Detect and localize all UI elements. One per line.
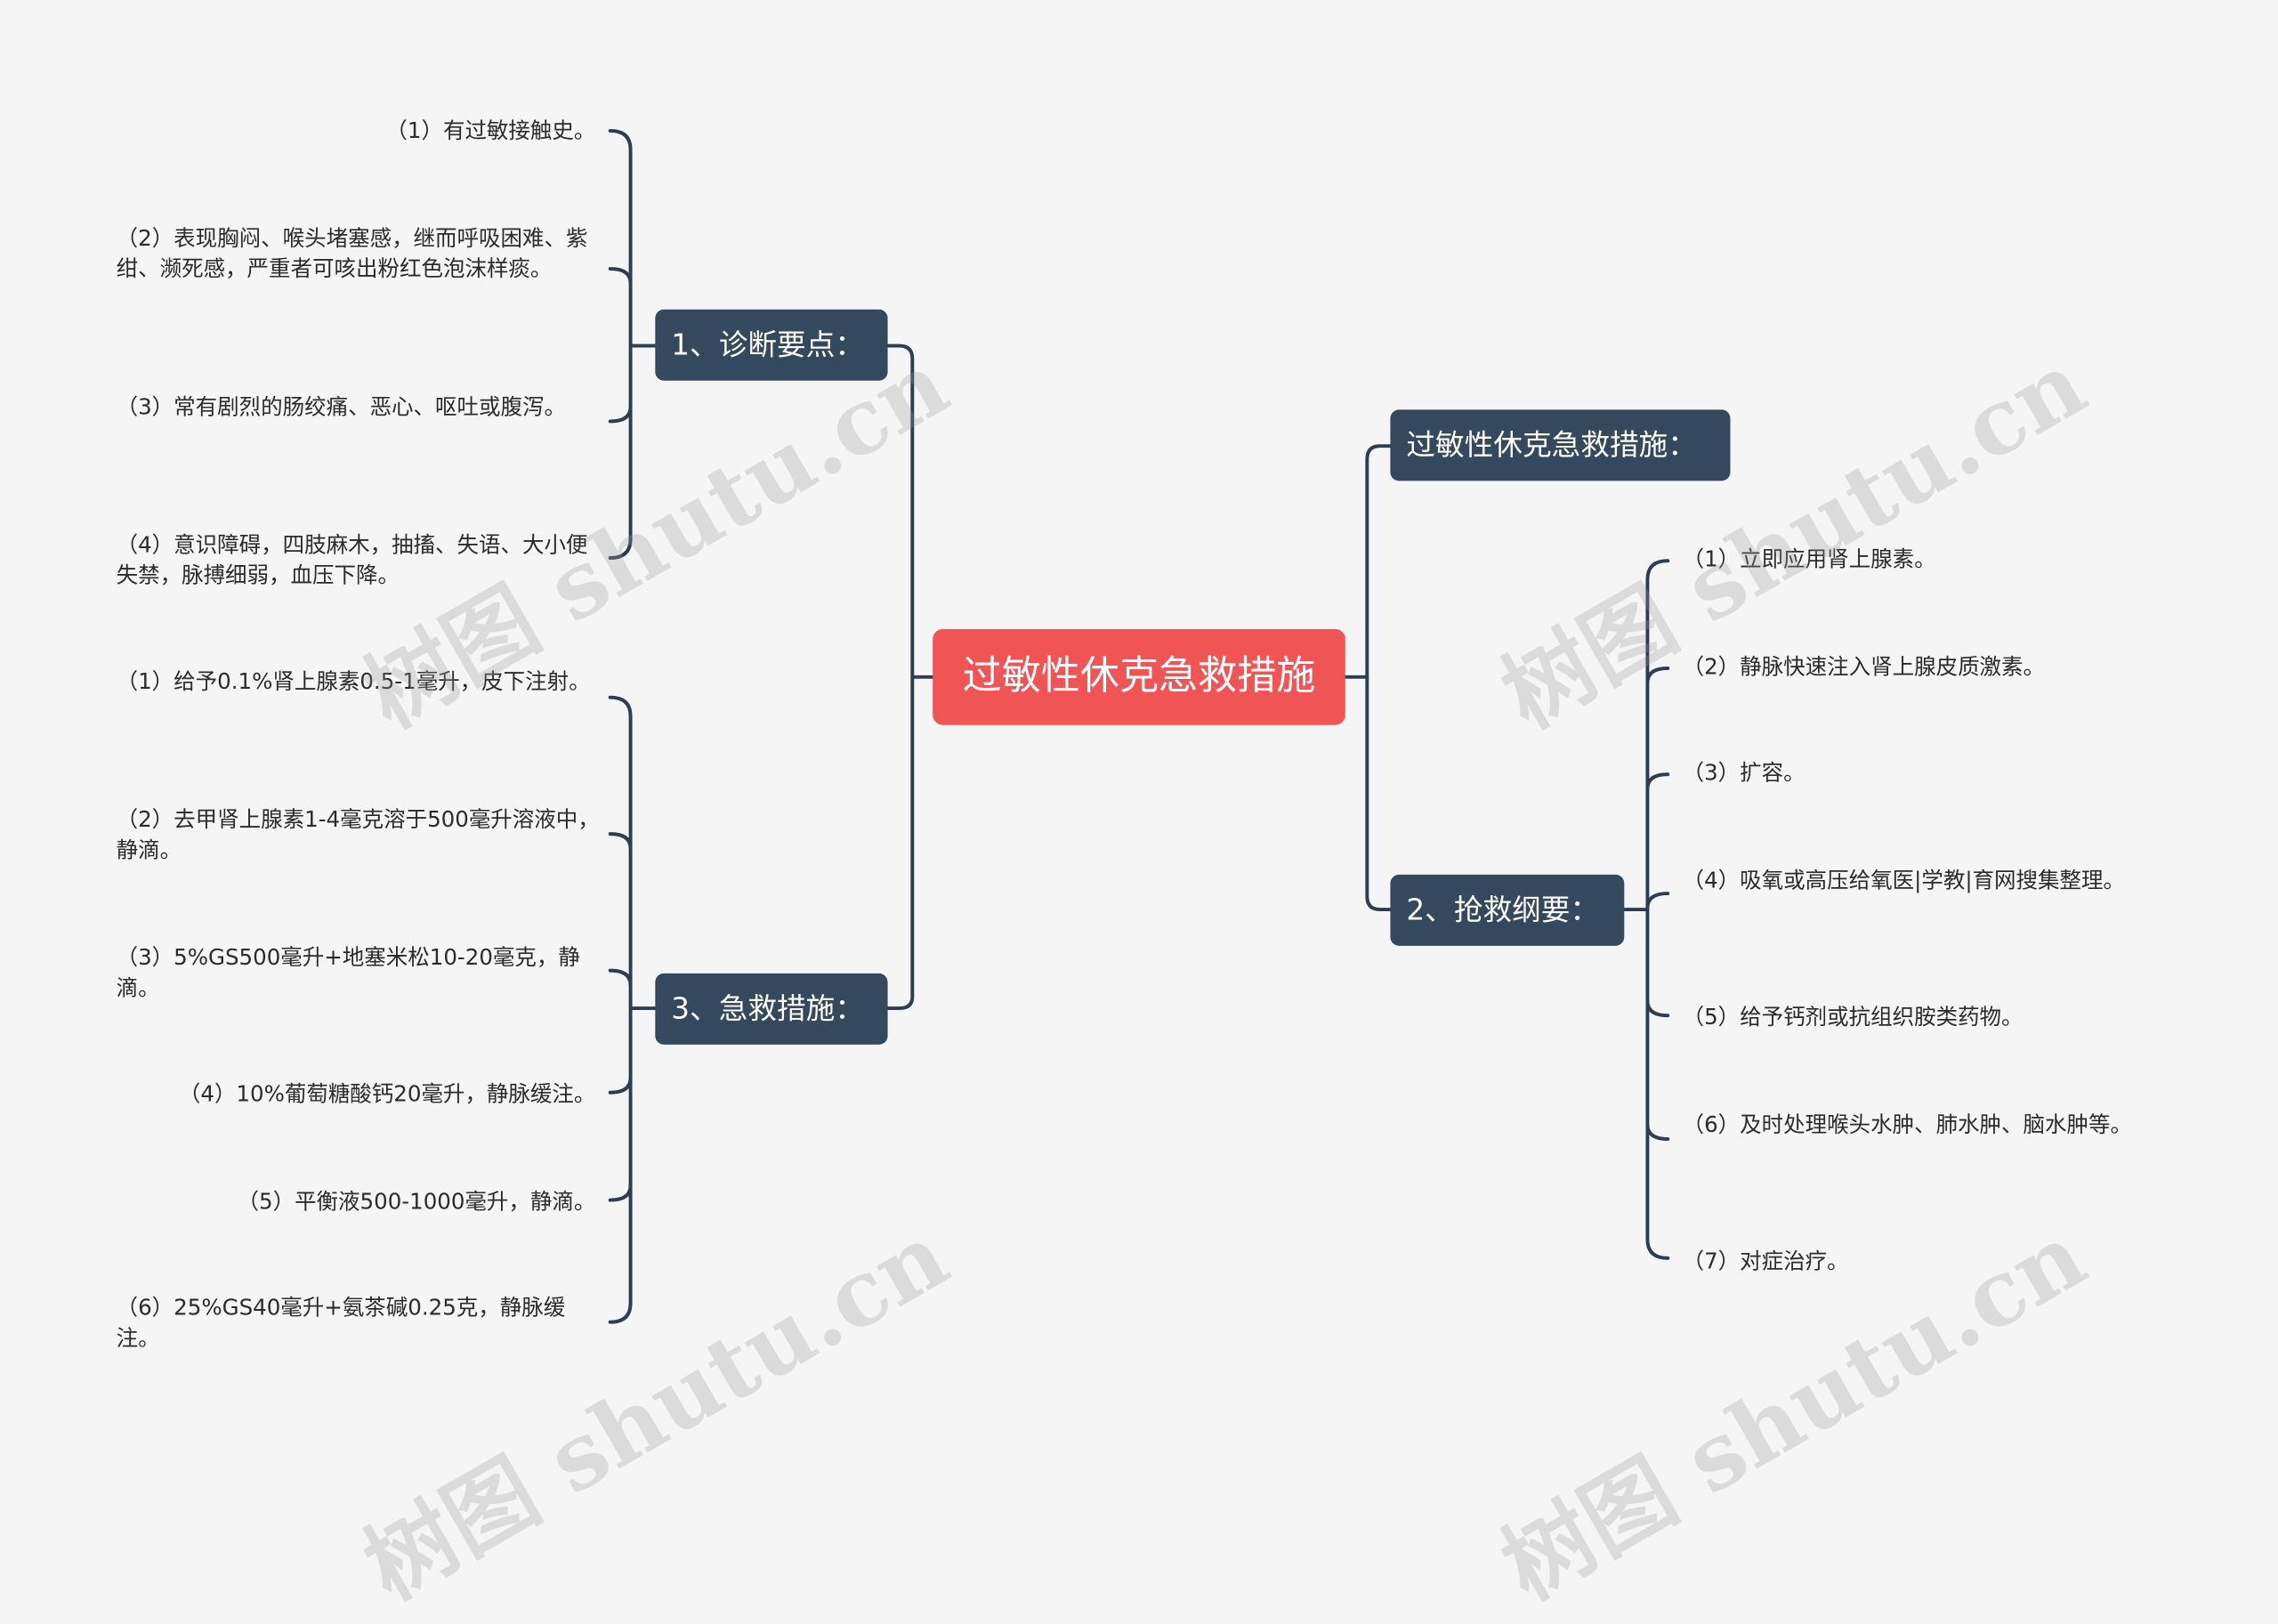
diagnosis-item-1[interactable]: （1）有过敏接触史。 [385, 117, 596, 144]
connector-root-diagnosis [885, 343, 935, 679]
branch-rescue-outline[interactable]: 2、抢救纲要： [1390, 874, 1625, 946]
rescue-outline-item-7[interactable]: （7）对症治疗。 [1682, 1248, 1849, 1274]
connector-rescue-measures-leaf-5 [608, 1184, 633, 1202]
connector-root-rescue-outline [1365, 675, 1393, 911]
connector-rescue-measures-spine [608, 695, 658, 1324]
rescue-measure-item-4[interactable]: （4）10%葡萄糖酸钙20毫升，静脉缓注。 [178, 1080, 596, 1108]
rescue-outline-item-6[interactable]: （6）及时处理喉头水肿、肺水肿、脑水肿等。 [1682, 1111, 2132, 1138]
connector-diagnosis-leaf-2 [608, 267, 633, 286]
branch-rescue-measures[interactable]: 3、急救措施： [655, 973, 888, 1045]
connector-diagnosis-leaf-3 [608, 405, 633, 424]
connector-lines [608, 128, 1670, 1324]
connector-rescue-outline-leaf-5 [1645, 998, 1670, 1018]
rescue-outline-item-4[interactable]: （4）吸氧或高压给氧医|学教|育网搜集整理。 [1682, 867, 2126, 894]
connector-diagnosis-spine [608, 128, 658, 560]
connector-root-rescue-measures [885, 675, 915, 1011]
rescue-measure-item-2[interactable]: （2）去甲肾上腺素1-4毫克溶于500毫升溶液中，静滴。 [116, 806, 600, 863]
connector-rescue-measures-leaf-3 [608, 968, 633, 987]
rescue-outline-item-2[interactable]: （2）静脉快速注入肾上腺皮质激素。 [1682, 653, 2046, 681]
diagnosis-item-2[interactable]: （2）表现胸闷、喉头堵塞感，继而呼吸困难、紫绀、濒死感，严重者可咳出粉红色泡沫样… [116, 225, 588, 282]
connector-root-summary-title [1343, 444, 1393, 679]
rescue-measure-item-3[interactable]: （3）5%GS500毫升+地塞米松10-20毫克，静滴。 [116, 944, 580, 1001]
connector-rescue-outline-spine [1622, 559, 1670, 1260]
connector-rescue-measures-leaf-2 [608, 832, 633, 851]
diagnosis-item-4[interactable]: （4）意识障碍，四肢麻木，抽搐、失语、大小便失禁，脉搏细弱，血压下降。 [116, 531, 588, 589]
connector-rescue-measures-leaf-4 [608, 1076, 633, 1095]
connector-rescue-outline-leaf-4 [1645, 892, 1670, 910]
diagnosis-item-3[interactable]: （3）常有剧烈的肠绞痛、恶心、呕吐或腹泻。 [116, 393, 566, 420]
connector-rescue-outline-leaf-3 [1645, 772, 1670, 791]
connector-rescue-outline-leaf-6 [1645, 1122, 1670, 1141]
rescue-outline-item-1[interactable]: （1）立即应用肾上腺素。 [1682, 545, 1936, 573]
connector-rescue-outline-leaf-2 [1645, 667, 1670, 685]
rescue-outline-item-5[interactable]: （5）给予钙剂或抗组织胺类药物。 [1682, 1004, 2024, 1030]
branch-diagnosis[interactable]: 1、诊断要点： [655, 309, 888, 381]
root-topic[interactable]: 过敏性休克急救措施 [933, 628, 1345, 725]
rescue-measure-item-5[interactable]: （5）平衡液500-1000毫升，静滴。 [237, 1188, 596, 1215]
rescue-measure-item-1[interactable]: （1）给予0.1%肾上腺素0.5-1毫升，皮下注射。 [116, 668, 591, 695]
mind-map-canvas: 过敏性休克急救措施 1、诊断要点： 3、急救措施： 过敏性休克急救措施： 2、抢… [116, 117, 2132, 1620]
rescue-outline-item-3[interactable]: （3）扩容。 [1682, 759, 1805, 787]
branch-summary-title[interactable]: 过敏性休克急救措施： [1390, 409, 1731, 481]
rescue-measure-item-6[interactable]: （6）25%GS40毫升+氨茶碱0.25克，静脉缓注。 [116, 1294, 566, 1352]
